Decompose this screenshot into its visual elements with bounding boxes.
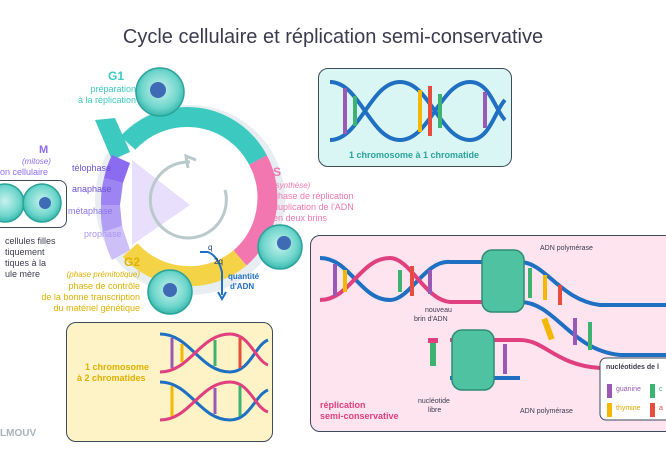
double-chromatid-helices (159, 332, 269, 422)
dna-2q-label: 2q (214, 257, 223, 266)
m-desc: on cellulaire (0, 167, 49, 177)
free-nucleotide (430, 342, 436, 366)
polymerase-bottom-label: ADN polymérase (520, 408, 573, 415)
dna-qty-label-2: d'ADN (230, 282, 255, 291)
dna-qty-label-1: quantité (228, 272, 260, 281)
legend-adenine: a (659, 405, 663, 412)
g1-desc-1: préparation (90, 84, 136, 94)
m-sub: (mitose) (22, 157, 51, 166)
g2-arc (122, 243, 247, 287)
cycle-arrow (148, 160, 228, 240)
telophase-segment (104, 155, 130, 183)
free-nucleotide-label-1: nucléotide (418, 398, 450, 405)
g1-hook (95, 118, 130, 160)
single-chromatid-caption: 1 chromosome à 1 chromatide (349, 150, 480, 160)
m-daughters-2: tiquement (5, 247, 45, 257)
g1-arc (120, 106, 267, 165)
new-strand-label-1: nouveau (425, 307, 452, 314)
s-desc-3: en deux brins (273, 213, 328, 223)
g2-desc-2: de la bonne transcription (41, 292, 140, 302)
prophase-label: prophase (84, 229, 122, 239)
single-chromatid-helix (329, 79, 507, 143)
replication-title-2: semi-conservative (320, 411, 399, 421)
dna-quantity-arrow (217, 291, 227, 302)
anaphase-label: anaphase (72, 184, 112, 194)
watermark: LMOUV (0, 428, 37, 439)
s-label: S (273, 165, 282, 179)
s-arc (233, 155, 278, 266)
metaphase-label: métaphase (68, 206, 113, 216)
double-chromatid-caption-2: à 2 chromatides (77, 373, 146, 383)
anaphase-segment (100, 178, 123, 205)
m-daughters-1: cellules filles (5, 236, 56, 246)
polymerase-bottom (451, 329, 495, 391)
cycle-arrowhead (184, 153, 197, 169)
telophase-label: télophase (72, 163, 112, 173)
g2-desc-1: phase de contrôle (68, 281, 140, 291)
g1-desc-2: à la réplication (77, 95, 136, 105)
cytosine-swatch (650, 384, 655, 398)
polymerase-top-label: ADN polymérase (540, 245, 593, 252)
free-nucleotide-label-2: libre (428, 407, 442, 414)
daughter-nucleus (39, 197, 51, 209)
mitosis-wedge (132, 160, 190, 245)
m-daughters-3: tiques à la (5, 258, 47, 268)
metaphase-segment (100, 205, 122, 232)
g2-label: G2 (124, 255, 141, 269)
replication-title-1: réplication (320, 400, 366, 410)
s-nucleus (277, 236, 291, 250)
dna-q-label: q (208, 243, 213, 252)
s-desc-1: phase de réplication (273, 191, 354, 201)
polymerase-top (481, 249, 525, 313)
prophase-segment (103, 226, 130, 260)
new-strand-label-2: brin d'ADN (414, 316, 448, 323)
guanine-swatch (607, 384, 612, 398)
s-sub: (synthèse) (273, 181, 311, 190)
thymine-swatch (607, 403, 612, 417)
g1-label: G1 (108, 69, 125, 83)
g2-desc-3: du matériel génétique (53, 303, 140, 313)
s-desc-2: duplication de l'ADN (273, 202, 354, 212)
m-label: M (39, 144, 49, 156)
g2-nucleus (163, 283, 177, 297)
double-chromatid-caption-1: 1 chromosome (85, 362, 150, 372)
daughter-cell-left (0, 183, 25, 223)
page-title: Cycle cellulaire et réplication semi-con… (122, 26, 544, 48)
replication-fork (319, 249, 666, 391)
adenine-swatch (650, 403, 655, 417)
legend-cytosine: c (659, 386, 663, 393)
dna-quantity-curve (200, 251, 223, 295)
m-daughters-4: ule mère (5, 269, 41, 279)
legend-thymine: thymine (616, 405, 641, 412)
g2-sub: (phase prémitotique) (66, 270, 140, 279)
legend-title: nucléotides de l (606, 364, 659, 371)
g1-nucleus (150, 82, 166, 98)
legend-guanine: guanine (616, 386, 641, 393)
nucleotide-legend (599, 357, 666, 421)
